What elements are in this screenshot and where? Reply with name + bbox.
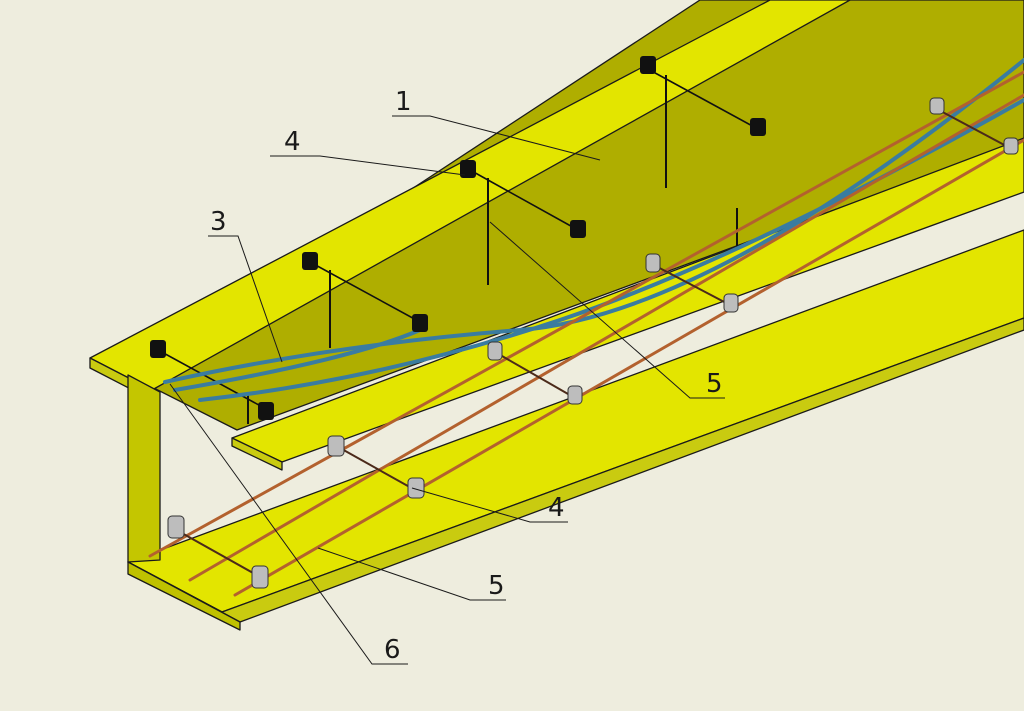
clamp-black-icon — [302, 252, 318, 270]
cross-bars-bottom — [179, 107, 1011, 579]
cross-bar — [157, 349, 269, 411]
cross-bar — [339, 447, 416, 491]
black-clamps — [150, 56, 766, 420]
callout-5-mid: 5 — [706, 369, 723, 399]
leader-line — [208, 235, 283, 363]
blue-strand — [173, 328, 422, 392]
cross-bar — [179, 531, 263, 579]
callout-4-top: 4 — [284, 127, 301, 157]
clamp-black-icon — [150, 340, 166, 358]
clamp-grey-icon — [487, 341, 503, 361]
leader-lines — [169, 115, 725, 665]
cross-bar — [645, 67, 757, 129]
web-panel — [127, 0, 1024, 431]
callout-6: 6 — [384, 635, 401, 665]
clamp-black-icon — [258, 402, 274, 420]
clamp-grey-icon — [407, 477, 425, 499]
callout-3: 3 — [210, 207, 227, 237]
clamp-grey-icon — [567, 385, 583, 405]
callout-5-bottom: 5 — [488, 571, 505, 601]
blue-strand — [163, 58, 1024, 384]
clamp-grey-icon — [1003, 137, 1019, 155]
red-strand — [148, 70, 1024, 558]
clamp-black-icon — [750, 118, 766, 136]
clamp-black-icon — [570, 220, 586, 238]
clamp-grey-icon — [167, 515, 185, 539]
stiffener-rods — [247, 75, 738, 424]
cross-bar — [934, 107, 1011, 149]
leader-line — [270, 155, 466, 176]
cross-bar — [469, 169, 579, 231]
near-flange-front — [231, 437, 283, 471]
web-end-face — [127, 374, 161, 563]
leader-line — [411, 487, 568, 523]
leader-line — [392, 115, 601, 161]
leader-line — [317, 547, 506, 601]
red-strand — [188, 93, 1024, 582]
red-strands — [148, 70, 1024, 597]
cross-bar — [649, 262, 731, 306]
leader-line — [489, 221, 725, 399]
callout-4-bottom: 4 — [548, 493, 565, 523]
cross-bar — [494, 351, 576, 399]
clamp-grey-icon — [327, 435, 345, 457]
cross-bars-top — [157, 67, 757, 411]
clamp-grey-icon — [251, 565, 269, 589]
bottom-flange-front-lip — [127, 561, 241, 631]
clamp-grey-icon — [645, 253, 661, 273]
clamp-black-icon — [412, 314, 428, 332]
clamp-black-icon — [640, 56, 656, 74]
clamp-grey-icon — [723, 293, 739, 313]
leader-line — [169, 383, 408, 665]
callout-1: 1 — [395, 87, 412, 117]
grey-clamps — [167, 97, 1019, 589]
clamp-grey-icon — [929, 97, 945, 115]
cross-bar — [309, 261, 421, 323]
clamp-black-icon — [460, 160, 476, 178]
red-strand — [233, 138, 1024, 597]
